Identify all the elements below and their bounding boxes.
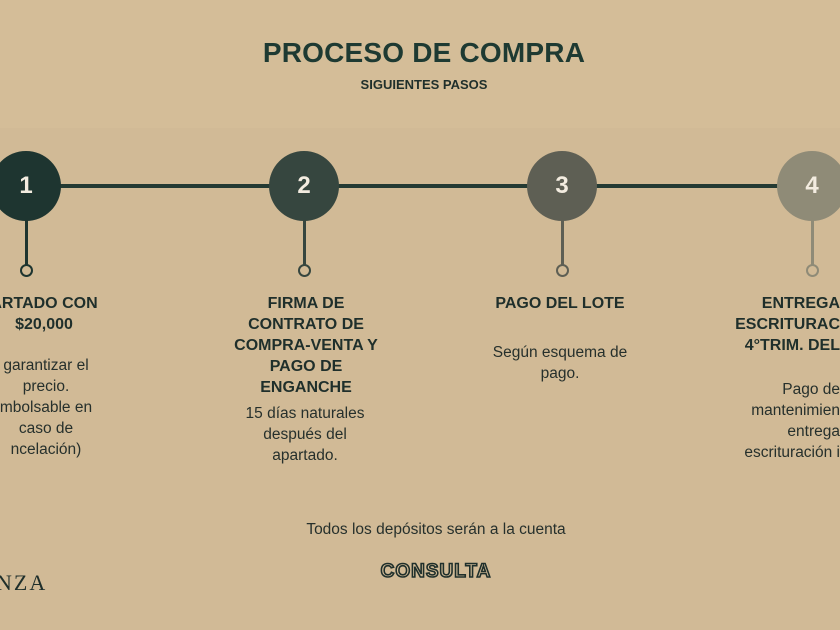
step-1-dot bbox=[19, 264, 33, 277]
step-2-number: 2 bbox=[297, 172, 311, 199]
step-3-circle: 3 bbox=[527, 151, 597, 221]
page-subtitle: SIGUIENTES PASOS bbox=[360, 77, 488, 92]
step-2-title: FIRMA DE CONTRATO DE COMPRA-VENTA Y PAGO… bbox=[234, 295, 378, 396]
step-4-title: ENTREGA ESCRITURAC 4°TRIM. DEL bbox=[735, 295, 840, 354]
step-2-dot bbox=[297, 264, 311, 277]
step-4-circle: 4 bbox=[777, 151, 840, 221]
step-4-stem bbox=[810, 220, 814, 265]
step-1-title: ARTADO CON $20,000 bbox=[0, 295, 98, 333]
step-3-description: Según esquema de pago. bbox=[492, 344, 628, 382]
deposit-note: Todos los depósitos serán a la cuenta bbox=[306, 521, 566, 538]
step-2-circle: 2 bbox=[269, 151, 339, 221]
step-1-stem bbox=[24, 220, 28, 265]
step-3-title: PAGO DEL LOTE bbox=[495, 295, 625, 312]
step-4-description: Pago de mantenimien entrega escrituració… bbox=[744, 381, 840, 461]
connector-line-1-2 bbox=[40, 184, 290, 188]
brand-logo: NZA bbox=[0, 570, 48, 595]
consulta-label: CONSULTA bbox=[380, 560, 492, 583]
connector-line-3-4 bbox=[576, 184, 796, 188]
step-2-description: 15 días naturales después del apartado. bbox=[245, 405, 365, 464]
step-2-stem bbox=[302, 220, 306, 265]
page-title: PROCESO DE COMPRA bbox=[262, 37, 586, 68]
step-3-dot bbox=[555, 264, 569, 277]
step-1-circle: 1 bbox=[0, 151, 61, 221]
step-4-number: 4 bbox=[805, 172, 819, 199]
step-3-stem bbox=[560, 220, 564, 265]
step-1-description: garantizar el precio. mbolsable en caso … bbox=[0, 357, 93, 458]
connector-line-2-3 bbox=[318, 184, 546, 188]
step-4-dot bbox=[805, 264, 819, 277]
step-3-number: 3 bbox=[555, 172, 569, 199]
timeline-band bbox=[0, 128, 840, 630]
step-1-number: 1 bbox=[19, 172, 33, 199]
